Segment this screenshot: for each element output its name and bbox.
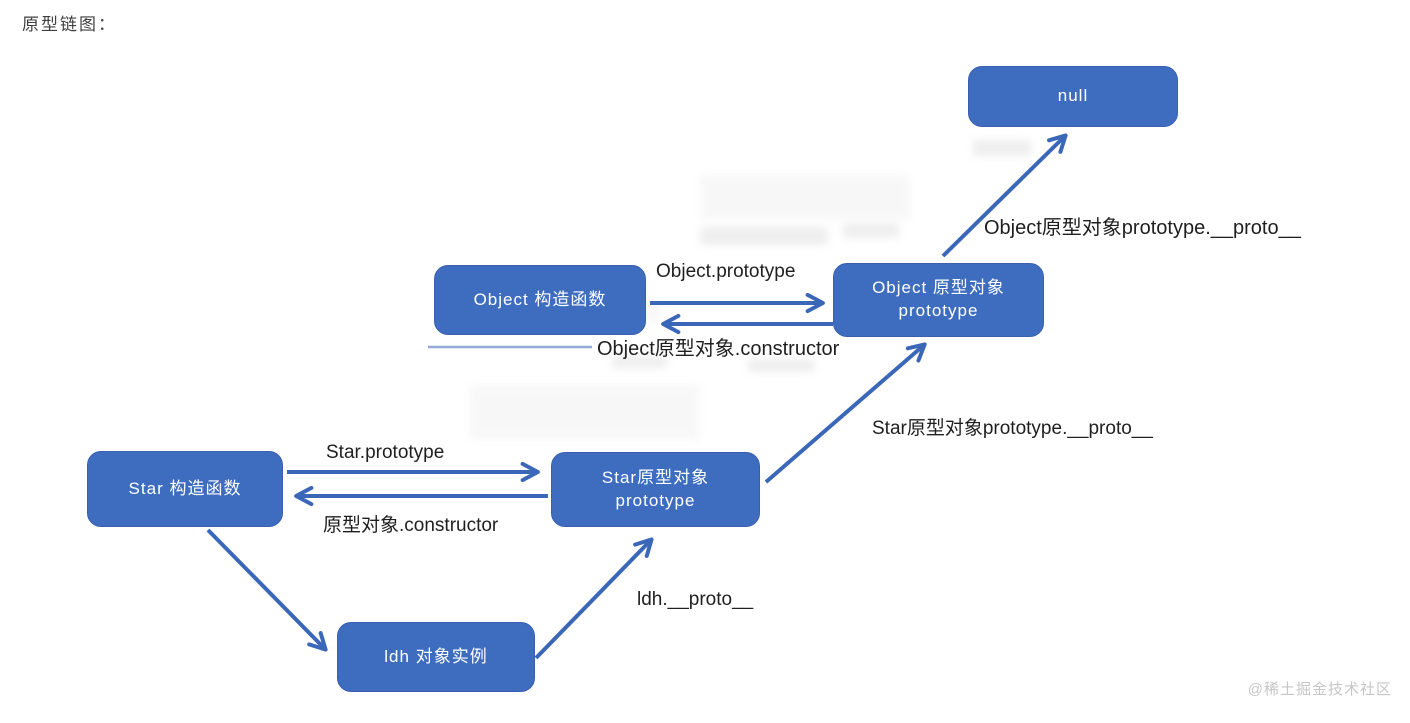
edge-starctor-to-ldh xyxy=(206,528,328,652)
node-label: prototype xyxy=(615,490,696,510)
blur-artifact xyxy=(973,140,1031,156)
edge-starproto-to-objectproto xyxy=(764,342,927,484)
node-star-prototype: Star原型对象 prototype xyxy=(551,452,760,527)
node-label: Object 构造函数 xyxy=(473,289,607,309)
node-label: Object 原型对象 xyxy=(872,278,1005,298)
blur-artifact xyxy=(700,175,910,220)
node-ldh-instance: ldh 对象实例 xyxy=(337,622,535,692)
label-object-proto-to-null: Object原型对象prototype.__proto__ xyxy=(984,217,1301,239)
blur-artifact xyxy=(700,227,828,245)
node-label: Star 构造函数 xyxy=(128,478,242,498)
label-ldh-proto: ldh.__proto__ xyxy=(637,589,754,610)
node-object-prototype: Object 原型对象 prototype xyxy=(833,263,1044,337)
label-star-proto-to-object-proto: Star原型对象prototype.__proto__ xyxy=(872,418,1153,439)
node-label: Star原型对象 xyxy=(601,467,710,487)
edge-ldh-to-starproto xyxy=(534,537,654,660)
watermark: @稀土掘金技术社区 xyxy=(1247,681,1392,698)
blur-artifact xyxy=(612,355,667,368)
node-star-constructor: Star 构造函数 xyxy=(87,451,283,527)
blur-artifact xyxy=(470,385,700,440)
label-star-prototype: Star.prototype xyxy=(326,442,445,463)
node-label: ldh 对象实例 xyxy=(384,646,488,666)
blur-artifact xyxy=(748,359,814,372)
edge-objectproto-to-null xyxy=(941,133,1068,258)
node-object-constructor: Object 构造函数 xyxy=(434,265,646,335)
node-label: null xyxy=(1057,86,1089,106)
node-label: prototype xyxy=(898,301,979,320)
blur-artifact xyxy=(843,223,899,238)
label-object-prototype: Object.prototype xyxy=(656,261,796,282)
label-object-constructor-return: Object原型对象.constructor xyxy=(597,338,840,360)
page-title: 原型链图： xyxy=(22,15,117,34)
label-star-constructor-return: 原型对象.constructor xyxy=(323,515,499,536)
node-null: null xyxy=(968,66,1178,127)
